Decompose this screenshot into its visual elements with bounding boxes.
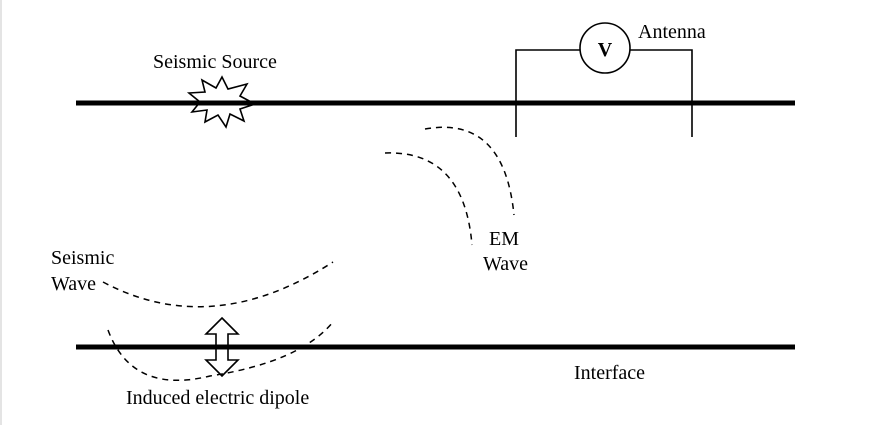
antenna-left-wire: [515, 49, 580, 137]
seismic-source-burst-icon: [186, 75, 258, 129]
antenna-label: Antenna: [638, 21, 706, 43]
seismic-wave-label-line2: Wave: [51, 273, 96, 295]
voltmeter-circle-icon: [579, 22, 631, 74]
seismic-wave-upper-arc: [102, 261, 334, 308]
antenna-right-wire: [630, 49, 693, 137]
em-wave-outer-arc: [424, 126, 515, 216]
em-wave-label-line1: EM: [489, 228, 519, 250]
interface-label: Interface: [574, 362, 645, 384]
em-wave-label-line2: Wave: [483, 253, 528, 275]
seismic-wave-label-line1: Seismic: [51, 247, 114, 269]
voltmeter-label: V: [598, 39, 613, 61]
dipole-double-arrow-icon: [204, 316, 240, 378]
seismic-wave-lower-arc: [107, 321, 334, 381]
seismic-source-label: Seismic Source: [153, 51, 277, 73]
induced-dipole-label: Induced electric dipole: [126, 387, 309, 409]
em-wave-inner-arc: [384, 152, 473, 246]
